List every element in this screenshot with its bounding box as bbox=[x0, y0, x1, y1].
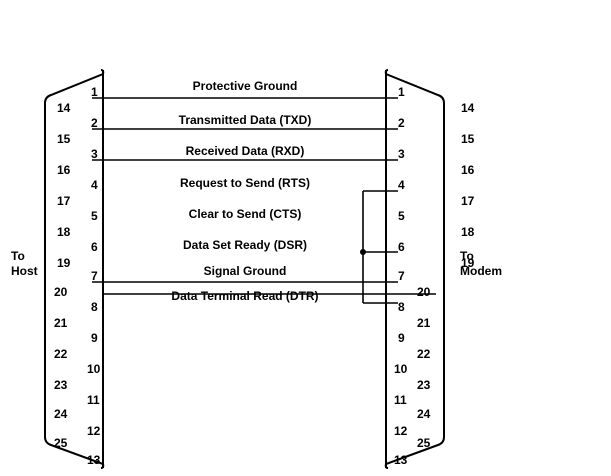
host-pin-16: 16 bbox=[57, 163, 71, 177]
signal-label-protective-ground: Protective Ground bbox=[192, 79, 298, 93]
host-pin-21: 21 bbox=[54, 316, 68, 330]
signal-label-dtr: Data Terminal Read (DTR) bbox=[171, 289, 319, 303]
host-pin-4: 4 bbox=[91, 178, 98, 192]
host-pin-9: 9 bbox=[91, 331, 98, 345]
host-pin-24: 24 bbox=[54, 407, 68, 421]
host-pin-1: 1 bbox=[91, 85, 98, 99]
modem-pin-21: 21 bbox=[417, 316, 431, 330]
host-pin-15: 15 bbox=[57, 132, 71, 146]
modem-side-label: To Modem bbox=[460, 249, 502, 278]
modem-pin-19: 19 bbox=[461, 256, 475, 270]
host-side-label: To Host bbox=[11, 249, 38, 278]
jumper-junction-dot bbox=[360, 249, 366, 255]
modem-pin-4: 4 bbox=[398, 178, 405, 192]
modem-pin-11: 11 bbox=[394, 393, 407, 407]
signal-label-rxd: Received Data (RXD) bbox=[185, 144, 305, 158]
modem-pin-1: 1 bbox=[398, 85, 405, 99]
modem-pin-7: 7 bbox=[398, 269, 405, 283]
modem-pin-18: 18 bbox=[461, 225, 475, 239]
modem-pin-6: 6 bbox=[398, 240, 405, 254]
modem-pin-25: 25 bbox=[417, 436, 431, 450]
host-pin-23: 23 bbox=[54, 378, 68, 392]
host-pin-20: 20 bbox=[54, 285, 68, 299]
host-pin-3: 3 bbox=[91, 147, 98, 161]
signal-label-txd: Transmitted Data (TXD) bbox=[178, 113, 312, 127]
host-pin-25: 25 bbox=[54, 436, 68, 450]
host-pin-6: 6 bbox=[91, 240, 98, 254]
host-pin-10: 10 bbox=[87, 362, 101, 376]
modem-pin-14: 14 bbox=[461, 101, 475, 115]
modem-pin-9: 9 bbox=[398, 331, 405, 345]
signal-label-cts: Clear to Send (CTS) bbox=[188, 207, 302, 221]
signal-label-rts: Request to Send (RTS) bbox=[179, 176, 310, 190]
modem-pin-12: 12 bbox=[394, 424, 408, 438]
modem-pin-17: 17 bbox=[461, 194, 475, 208]
host-pin-12: 12 bbox=[87, 424, 101, 438]
host-pin-13: 13 bbox=[87, 453, 101, 467]
host-pin-14: 14 bbox=[57, 101, 71, 115]
host-pin-18: 18 bbox=[57, 225, 71, 239]
host-pin-8: 8 bbox=[91, 300, 98, 314]
modem-pin-20: 20 bbox=[417, 285, 431, 299]
modem-pin-5: 5 bbox=[398, 209, 405, 223]
modem-pin-8: 8 bbox=[398, 300, 405, 314]
signal-label-signal-ground: Signal Ground bbox=[203, 264, 287, 278]
signal-label-dsr: Data Set Ready (DSR) bbox=[182, 238, 308, 252]
modem-pin-22: 22 bbox=[417, 347, 431, 361]
host-pin-5: 5 bbox=[91, 209, 98, 223]
modem-pin-16: 16 bbox=[461, 163, 475, 177]
host-pin-22: 22 bbox=[54, 347, 68, 361]
host-pin-11: 11 bbox=[87, 393, 100, 407]
host-pin-2: 2 bbox=[91, 116, 98, 130]
host-pin-7: 7 bbox=[91, 269, 98, 283]
modem-pin-15: 15 bbox=[461, 132, 475, 146]
host-pin-17: 17 bbox=[57, 194, 71, 208]
modem-pin-2: 2 bbox=[398, 116, 405, 130]
host-pin-19: 19 bbox=[57, 256, 71, 270]
modem-pin-10: 10 bbox=[394, 362, 408, 376]
modem-pin-23: 23 bbox=[417, 378, 431, 392]
modem-pin-24: 24 bbox=[417, 407, 431, 421]
modem-pin-3: 3 bbox=[398, 147, 405, 161]
modem-pin-13: 13 bbox=[394, 453, 408, 467]
